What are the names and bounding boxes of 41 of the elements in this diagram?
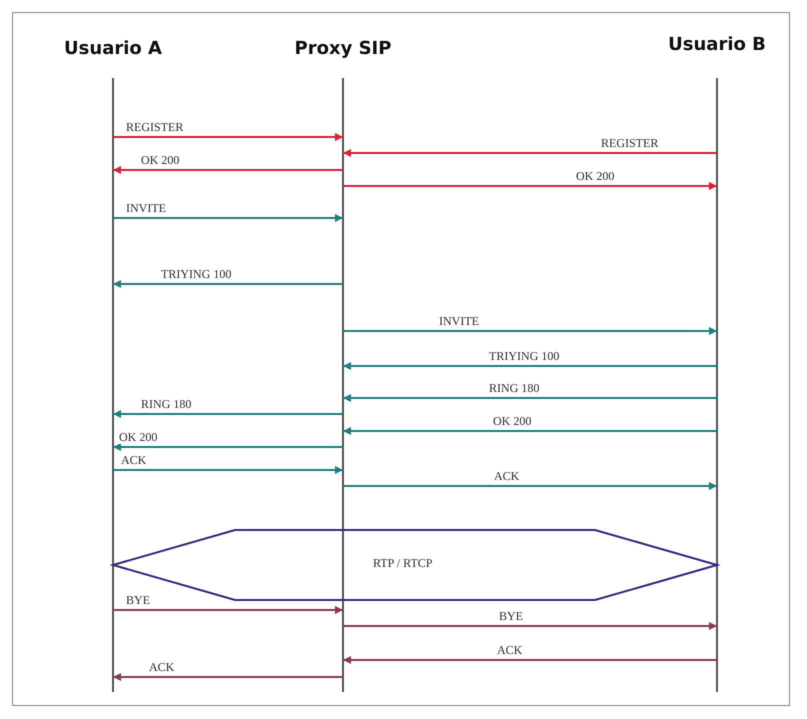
message-arrow xyxy=(113,410,343,418)
message-label: OK 200 xyxy=(492,414,532,428)
message-label: RING 180 xyxy=(140,397,192,411)
message-arrow xyxy=(113,280,343,288)
message-arrow xyxy=(113,673,343,681)
message-label: INVITE xyxy=(438,314,480,328)
double-block-arrow xyxy=(109,529,721,601)
message-arrow xyxy=(343,182,717,190)
participant-label: Proxy SIP xyxy=(294,38,392,59)
message-label: BYE xyxy=(498,609,524,623)
message-arrow xyxy=(113,133,343,141)
message-label: TRIYING 100 xyxy=(488,349,560,363)
message-label: RTP / RTCP xyxy=(372,556,434,570)
message-label: ACK xyxy=(496,643,524,657)
message-arrow xyxy=(343,427,717,435)
message-arrow xyxy=(113,166,343,174)
message-label: ACK xyxy=(120,453,148,467)
participant-label: Usuario B xyxy=(668,34,766,55)
participant-label: Usuario A xyxy=(64,38,162,59)
message-label: BYE xyxy=(125,593,151,607)
message-arrow xyxy=(343,362,717,370)
message-label: TRIYING 100 xyxy=(160,267,232,281)
message-arrow xyxy=(113,606,343,614)
message-arrow xyxy=(343,482,717,490)
message-arrow xyxy=(113,443,343,451)
message-label: RING 180 xyxy=(488,381,540,395)
message-arrow xyxy=(343,327,717,335)
message-arrow xyxy=(343,656,717,664)
message-arrow xyxy=(343,149,717,157)
message-arrow xyxy=(113,214,343,222)
message-label: INVITE xyxy=(125,201,167,215)
message-label: ACK xyxy=(493,469,520,483)
message-arrow xyxy=(343,394,717,402)
message-label: OK 200 xyxy=(575,169,616,183)
message-label: ACK xyxy=(148,660,176,674)
message-label: OK 200 xyxy=(118,430,158,444)
message-label: REGISTER xyxy=(600,136,660,150)
message-label: REGISTER xyxy=(125,120,184,134)
message-arrow xyxy=(343,622,717,630)
message-arrow xyxy=(113,466,343,474)
message-label: OK 200 xyxy=(140,153,180,167)
